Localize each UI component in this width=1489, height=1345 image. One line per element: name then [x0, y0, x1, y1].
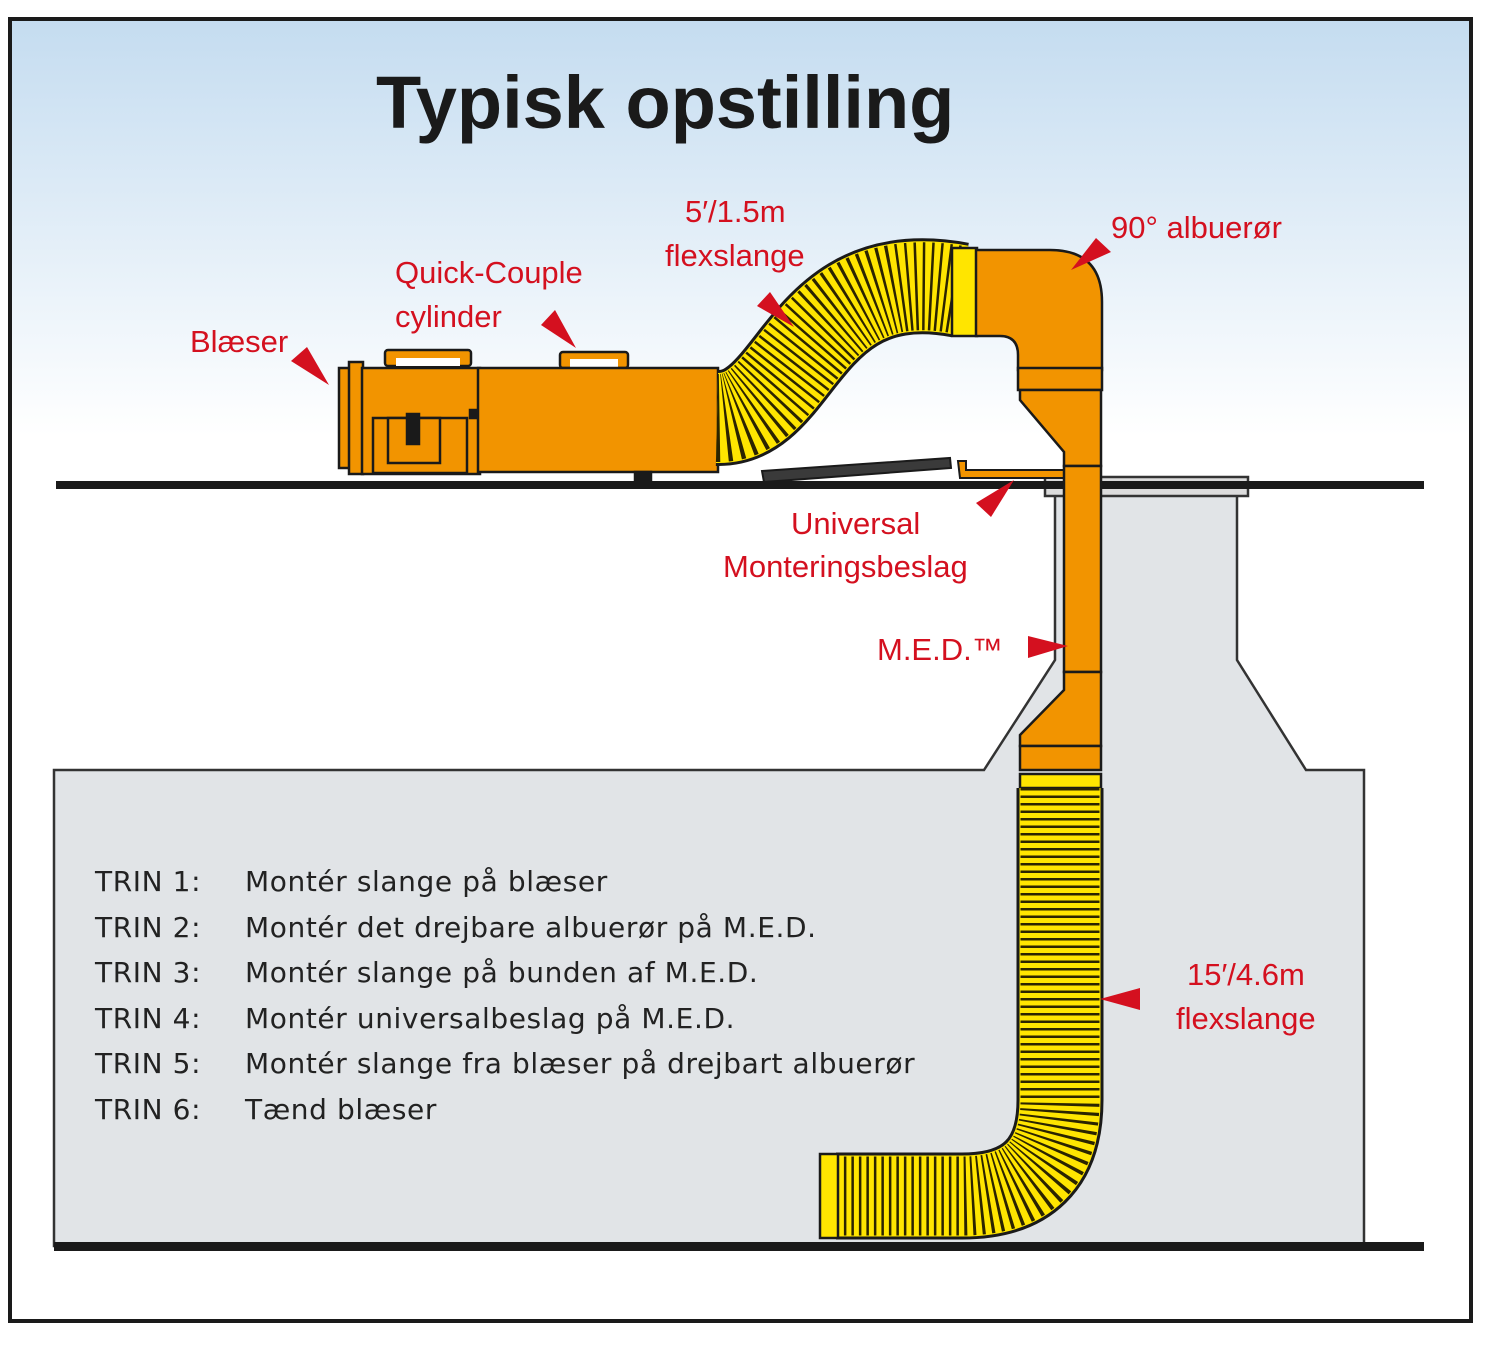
- label-short-hose-length: 5′/1.5m: [685, 194, 786, 229]
- label-long-hose-length: 15′/4.6m: [1187, 957, 1305, 992]
- long-hose-end-cuff: [818, 1152, 840, 1240]
- arrow-mount: [976, 480, 1014, 517]
- med-body: [1062, 464, 1103, 674]
- long-flex-hose-ribs: [836, 788, 1100, 1236]
- arrow-med: [1028, 636, 1068, 658]
- step-1-text: Montér slange på blæser: [245, 865, 608, 898]
- arrow-elbow: [1071, 238, 1111, 270]
- step-2-text: Montér det drejbare albuerør på M.E.D.: [245, 911, 817, 944]
- pit-floor-line: [54, 1242, 1424, 1251]
- step-4-number: TRIN 4:: [94, 1002, 201, 1035]
- label-blower: Blæser: [190, 324, 288, 359]
- elbow-and-med: [974, 248, 1104, 772]
- arrow-quick-couple: [541, 310, 576, 348]
- label-mount-line2: Monteringsbeslag: [723, 549, 968, 584]
- blower-unit: [337, 348, 500, 476]
- arrow-blower: [291, 347, 329, 385]
- step-5-text: Montér slange fra blæser på drejbart alb…: [245, 1047, 915, 1080]
- step-3-number: TRIN 3:: [94, 956, 201, 989]
- label-elbow: 90° albuerør: [1111, 210, 1282, 245]
- diagram-title: Typisk opstilling: [376, 61, 954, 144]
- step-6-text: Tænd blæser: [244, 1093, 437, 1126]
- short-hose-cuff: [950, 246, 979, 338]
- ground-line: [56, 481, 1424, 489]
- label-short-hose-type: flexslange: [665, 238, 805, 273]
- step-3-text: Montér slange på bunden af M.E.D.: [245, 956, 758, 989]
- label-mount-line1: Universal: [791, 506, 920, 541]
- arrow-short-hose: [757, 292, 794, 327]
- step-2-number: TRIN 2:: [94, 911, 201, 944]
- steps-list: TRIN 1: Montér slange på blæser TRIN 2: …: [94, 865, 915, 1126]
- label-long-hose-type: flexslange: [1176, 1001, 1316, 1036]
- pointer-arrows: [291, 238, 1140, 1010]
- step-6-number: TRIN 6:: [94, 1093, 201, 1126]
- short-flex-hose-ribs: [714, 242, 969, 462]
- arrow-long-hose: [1100, 988, 1140, 1010]
- long-hose-top-cuff: [1018, 772, 1103, 790]
- label-quick-couple-line2: cylinder: [395, 299, 502, 334]
- quick-couple-cylinder: [476, 350, 720, 483]
- label-med: M.E.D.™: [877, 632, 1003, 667]
- step-5-number: TRIN 5:: [94, 1047, 201, 1080]
- step-4-text: Montér universalbeslag på M.E.D.: [245, 1002, 735, 1035]
- label-quick-couple-line1: Quick-Couple: [395, 255, 583, 290]
- step-1-number: TRIN 1:: [94, 865, 201, 898]
